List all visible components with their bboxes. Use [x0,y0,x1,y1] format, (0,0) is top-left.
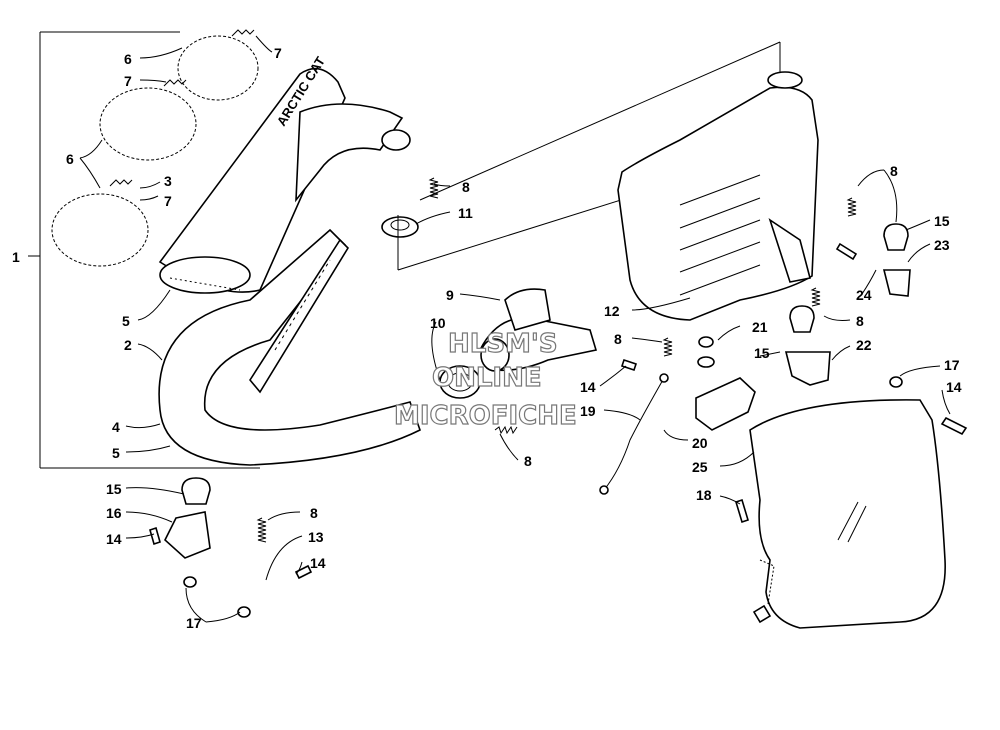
callout-7-c: 7 [164,193,172,209]
springs [256,177,857,543]
callout-8-c: 8 [524,453,532,469]
callout-8-a: 8 [462,179,470,195]
callout-labels: 1 2 3 4 5 5 6 6 7 7 7 8 8 8 8 8 8 9 10 1… [12,45,962,631]
leader-lines [79,35,951,623]
callout-14-left: 14 [106,531,122,547]
callout-19: 19 [580,403,596,419]
callout-11: 11 [458,205,473,221]
callout-21: 21 [752,319,768,335]
brackets [164,269,911,559]
callout-8-b: 8 [310,505,318,521]
grommet [381,129,419,238]
heat-shield [749,399,946,629]
callout-6-lower: 6 [66,151,74,167]
callout-9: 9 [446,287,454,303]
callout-8-f: 8 [890,163,898,179]
callout-20: 20 [692,435,708,451]
watermark-line-2: ONLINE [432,363,542,393]
callout-7-b: 7 [124,73,132,89]
callout-6-top: 6 [124,51,132,67]
clamp-rings [51,29,259,267]
exhaust-coupler [439,288,598,399]
callout-17-left: 17 [186,615,202,631]
callout-5-bottom: 5 [112,445,120,461]
callout-1: 1 [12,249,20,265]
watermark-line-3: MICROFICHE [394,401,577,431]
callout-8-e: 8 [856,313,864,329]
callout-10: 10 [430,315,446,331]
callout-24: 24 [856,287,872,303]
callout-4: 4 [112,419,120,435]
callout-13: 13 [308,529,324,545]
assembly-bracket [28,31,260,469]
callout-22: 22 [856,337,872,353]
bumpers [181,223,909,505]
callout-14-mid: 14 [310,555,326,571]
callout-2: 2 [124,337,132,353]
callout-5-top: 5 [122,313,130,329]
callout-14-right: 14 [946,379,962,395]
callout-16: 16 [106,505,122,521]
callout-18: 18 [696,487,712,503]
callout-15-mid: 15 [754,345,770,361]
muffler-body: ARCTIC CAT [158,54,404,294]
silencer-canister [617,71,819,321]
watermark: HLSM'S ONLINE MICROFICHE [393,328,577,431]
callout-7-a: 7 [274,45,282,61]
callout-23: 23 [934,237,950,253]
callout-12: 12 [604,303,620,319]
watermark-line-1: HLSM'S [448,329,558,359]
callout-15-left: 15 [106,481,122,497]
hardware [149,242,968,618]
callout-3: 3 [164,173,172,189]
callout-25: 25 [692,459,708,475]
callout-15-right: 15 [934,213,950,229]
callout-8-d: 8 [614,331,622,347]
exhaust-pipe [158,228,421,466]
callout-17-right: 17 [944,357,960,373]
ground-wire [599,373,669,495]
callout-14-center: 14 [580,379,596,395]
